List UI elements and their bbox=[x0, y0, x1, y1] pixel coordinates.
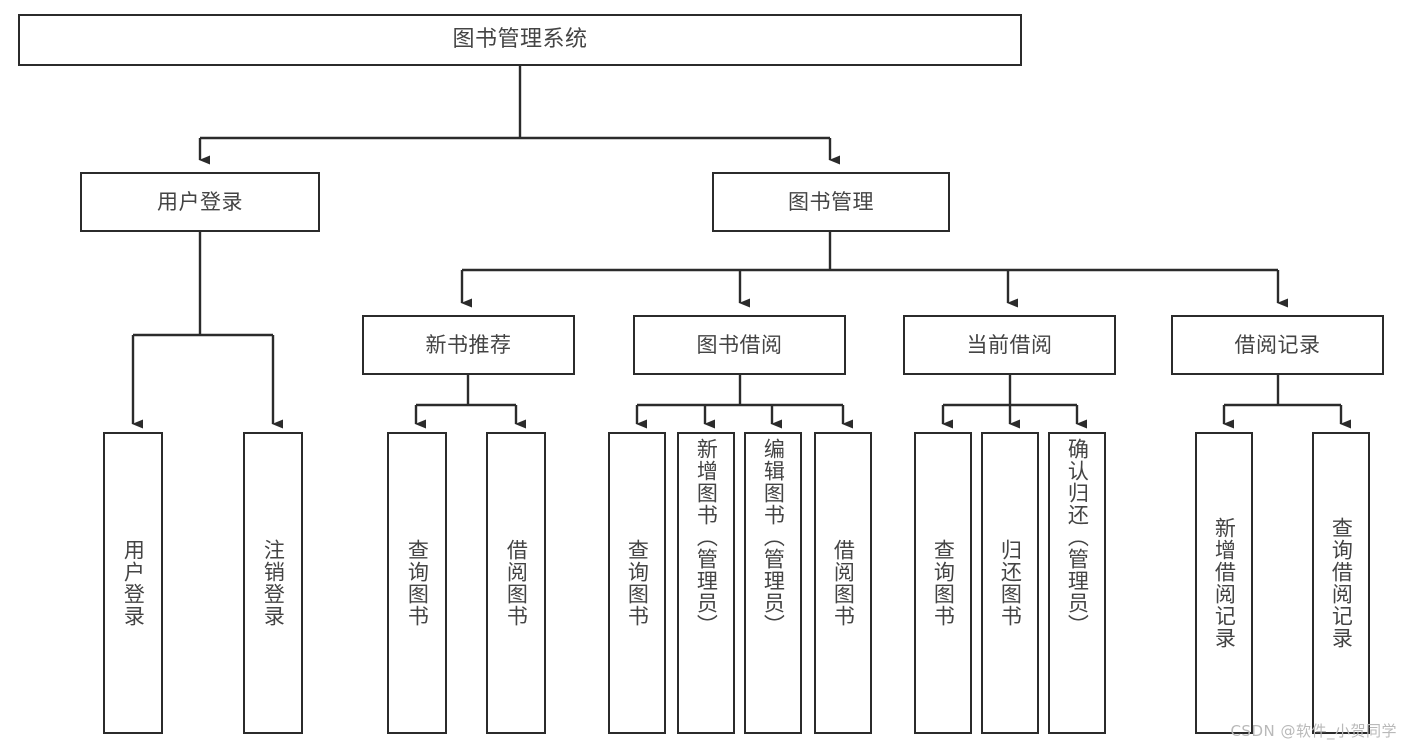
node-new-book-recommend[interactable]: 新书推荐 bbox=[362, 315, 575, 375]
node-label: 借阅图书 bbox=[831, 539, 856, 627]
node-label: 归还图书 bbox=[998, 539, 1023, 627]
node-current-borrow[interactable]: 当前借阅 bbox=[903, 315, 1116, 375]
node-label: 编辑图书（管理员） bbox=[761, 438, 786, 636]
node-label: 查询借阅记录 bbox=[1329, 517, 1354, 649]
leaf-record-add-record[interactable]: 新增借阅记录 bbox=[1195, 432, 1253, 734]
node-label: 图书管理系统 bbox=[452, 27, 588, 53]
leaf-borrow-query-book[interactable]: 查询图书 bbox=[608, 432, 666, 734]
node-label: 借阅图书 bbox=[504, 539, 529, 627]
leaf-recommend-query-book[interactable]: 查询图书 bbox=[387, 432, 447, 734]
node-label: 用户登录 bbox=[121, 539, 146, 627]
node-label: 确认归还（管理员） bbox=[1065, 438, 1090, 636]
leaf-borrow-add-book-admin[interactable]: 新增图书（管理员） bbox=[677, 432, 735, 734]
watermark: CSDN @软件_小贺同学 bbox=[1230, 722, 1397, 740]
node-label: 新增借阅记录 bbox=[1212, 517, 1237, 649]
node-user-login[interactable]: 用户登录 bbox=[80, 172, 320, 232]
node-label: 注销登录 bbox=[261, 539, 286, 627]
node-label: 当前借阅 bbox=[966, 332, 1053, 357]
node-label: 查询图书 bbox=[625, 539, 650, 627]
node-root-system[interactable]: 图书管理系统 bbox=[18, 14, 1022, 66]
node-label: 借阅记录 bbox=[1234, 332, 1321, 357]
node-label: 图书管理 bbox=[788, 189, 874, 214]
node-book-borrow[interactable]: 图书借阅 bbox=[633, 315, 846, 375]
node-book-management[interactable]: 图书管理 bbox=[712, 172, 950, 232]
node-label: 新书推荐 bbox=[425, 332, 512, 357]
leaf-recommend-borrow-book[interactable]: 借阅图书 bbox=[486, 432, 546, 734]
node-label: 用户登录 bbox=[157, 189, 243, 214]
leaf-record-query-record[interactable]: 查询借阅记录 bbox=[1312, 432, 1370, 734]
leaf-current-query-book[interactable]: 查询图书 bbox=[914, 432, 972, 734]
node-label: 新增图书（管理员） bbox=[694, 438, 719, 636]
leaf-borrow-borrow-book[interactable]: 借阅图书 bbox=[814, 432, 872, 734]
leaf-current-confirm-return-admin[interactable]: 确认归还（管理员） bbox=[1048, 432, 1106, 734]
leaf-user-login-login[interactable]: 用户登录 bbox=[103, 432, 163, 734]
leaf-current-return-book[interactable]: 归还图书 bbox=[981, 432, 1039, 734]
leaf-user-login-logout[interactable]: 注销登录 bbox=[243, 432, 303, 734]
node-label: 图书借阅 bbox=[696, 332, 783, 357]
node-label: 查询图书 bbox=[405, 539, 430, 627]
node-label: 查询图书 bbox=[931, 539, 956, 627]
leaf-borrow-edit-book-admin[interactable]: 编辑图书（管理员） bbox=[744, 432, 802, 734]
node-borrow-record[interactable]: 借阅记录 bbox=[1171, 315, 1384, 375]
